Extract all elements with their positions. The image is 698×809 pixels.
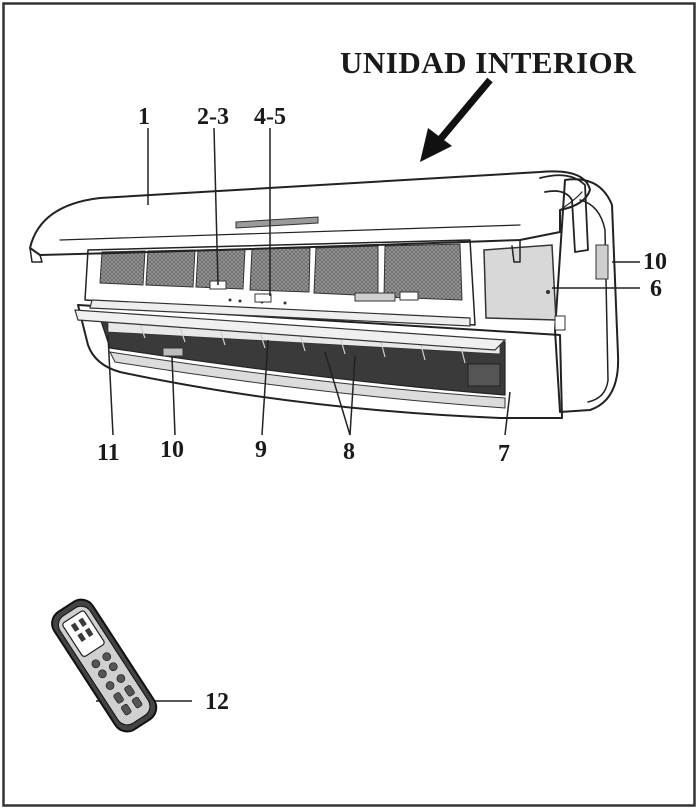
unit-side-housing — [554, 178, 620, 413]
label-4-5: 4-5 — [254, 104, 286, 130]
indoor-unit — [29, 170, 620, 419]
remote-control — [51, 598, 158, 733]
unit-lower-casing — [77, 304, 563, 419]
label-10-top: 10 — [643, 249, 667, 275]
front-panel — [29, 170, 591, 256]
emergency-button — [162, 347, 184, 357]
label-10-bottom: 10 — [160, 437, 184, 463]
label-8: 8 — [343, 439, 355, 465]
horizontal-flap — [74, 309, 507, 351]
unit-inner-cavity — [84, 239, 476, 326]
diagram-title: UNIDAD INTERIOR — [340, 45, 636, 80]
label-2-3: 2-3 — [197, 104, 229, 130]
leader-lines — [96, 127, 640, 702]
label-9: 9 — [255, 437, 267, 463]
display-receiver — [254, 293, 272, 303]
title-arrow — [435, 77, 493, 145]
label-7: 7 — [498, 441, 510, 467]
label-12: 12 — [205, 689, 229, 715]
label-6: 6 — [650, 276, 662, 302]
title-arrowhead — [420, 128, 452, 162]
side-label-panel — [595, 244, 609, 280]
label-11: 11 — [97, 440, 120, 466]
label-1: 1 — [138, 104, 150, 130]
